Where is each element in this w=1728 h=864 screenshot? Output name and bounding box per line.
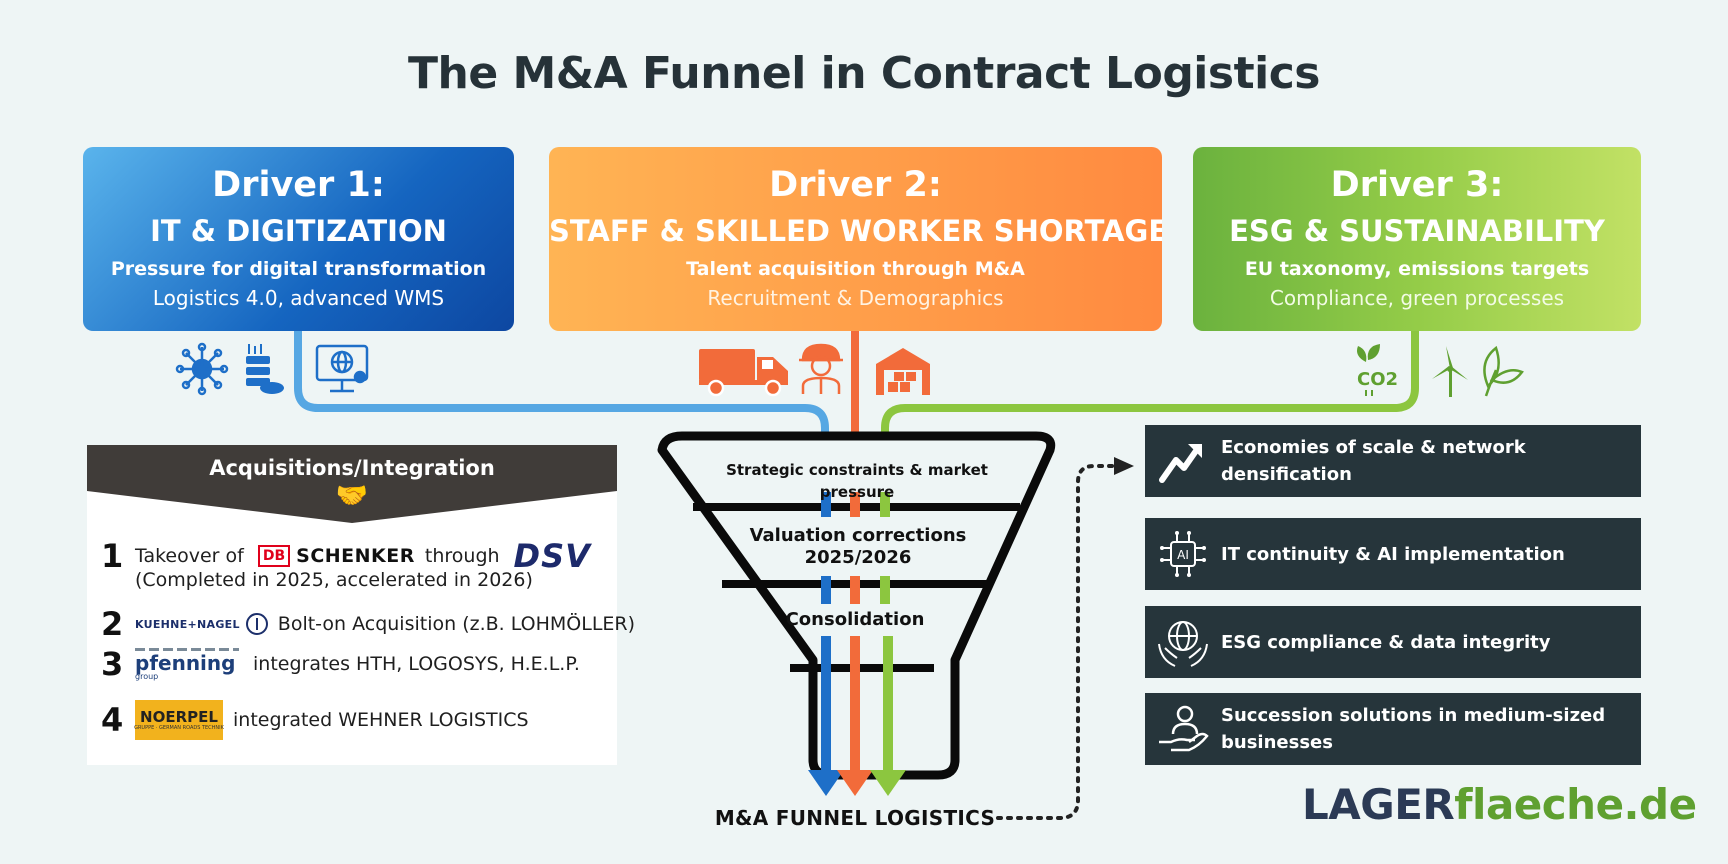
- brand-part-2: flaeche.de: [1454, 780, 1697, 829]
- driver-3-connector: [881, 331, 1419, 438]
- green-arrow-head: [870, 770, 906, 796]
- driver-detail: Compliance, green processes: [1269, 286, 1565, 310]
- driver-detail: Recruitment & Demographics: [707, 286, 1004, 310]
- result-text: Economies of scale & network densificati…: [1221, 437, 1526, 485]
- acquisitions-title: Acquisitions/Integration: [209, 456, 495, 480]
- orange-arrow-head: [837, 770, 873, 796]
- result-box-4: Succession solutions in medium-sized bus…: [1145, 693, 1641, 765]
- handshake-icon: 🤝: [335, 481, 369, 511]
- leaves-icon: [1483, 345, 1524, 397]
- acquisitions-panel: Acquisitions/Integration 🤝 1 Takeover of…: [87, 445, 635, 765]
- pfenning-wordmark: pfenning: [135, 650, 236, 675]
- warehouse-icon: [876, 348, 930, 395]
- truck-icon: [699, 349, 788, 397]
- result-box-3: ESG compliance & data integrity: [1145, 606, 1641, 678]
- page-title: The M&A Funnel in Contract Logistics: [408, 48, 1320, 99]
- acquisition-item-1-note: (Completed in 2025, accelerated in 2026): [135, 569, 533, 591]
- result-text: IT continuity & AI implementation: [1221, 543, 1565, 565]
- driver-subtitle: Pressure for digital transformation: [110, 258, 487, 280]
- result-box-2: AI IT continuity & AI implementation: [1145, 518, 1641, 590]
- item-number: 1: [101, 537, 124, 575]
- item-text: integrates HTH, LOGOSYS, H.E.L.P.: [253, 653, 580, 675]
- trend-up-icon: [1145, 438, 1221, 484]
- funnel-stage-3: Consolidation: [785, 609, 925, 630]
- co2-leaf-icon: CO2: [1357, 344, 1398, 396]
- wind-turbine-icon: [1432, 346, 1468, 397]
- kuehne-nagel-logo: KUEHNE+NAGEL: [135, 617, 240, 631]
- driver-heading: Driver 3:: [1330, 165, 1504, 205]
- item-number: 3: [101, 645, 124, 683]
- driver-1-card: Driver 1: IT & DIGITIZATION Pressure for…: [83, 147, 514, 331]
- co2-label: CO2: [1357, 369, 1398, 390]
- result-box-1: Economies of scale & network densificati…: [1145, 425, 1641, 497]
- driver-name: STAFF & SKILLED WORKER SHORTAGE: [549, 214, 1162, 248]
- item-text: through: [424, 545, 500, 567]
- db-schenker-logo: DB SCHENKER: [257, 545, 415, 567]
- brand-logo: LAGERflaeche.de: [1302, 780, 1697, 829]
- acquisition-item-2: 2 KUEHNE+NAGEL Bolt-on Acquisition (z.B.…: [101, 605, 635, 643]
- acquisition-item-1: 1 Takeover of DB SCHENKER through DSV: [101, 537, 591, 575]
- item-number: 4: [101, 701, 124, 739]
- blue-arrow-head: [808, 770, 844, 796]
- driver-subtitle: EU taxonomy, emissions targets: [1244, 258, 1590, 280]
- result-text: Succession solutions in medium-sized bus…: [1221, 705, 1606, 753]
- ai-chip-icon: AI: [1145, 528, 1221, 580]
- db-logo-mark: DB: [257, 545, 291, 567]
- schenker-wordmark: SCHENKER: [296, 545, 415, 567]
- acquisition-item-4: 4 NOERPEL GRUPPE · GERMAN ROADS TECHNIK …: [101, 700, 529, 740]
- driver-2-card: Driver 2: STAFF & SKILLED WORKER SHORTAG…: [549, 147, 1162, 331]
- kuehne-nagel-anchor-icon: [245, 613, 268, 635]
- driver-heading: Driver 2:: [769, 165, 942, 205]
- monitor-globe-icon: [315, 344, 369, 393]
- network-hub-icon: [175, 342, 229, 396]
- pfenning-sub: group: [135, 671, 159, 681]
- globe-hands-icon: [1145, 614, 1221, 670]
- acquisitions-header: Acquisitions/Integration 🤝: [87, 445, 617, 523]
- funnel-stage-2: Valuation corrections 2025/2026: [749, 525, 967, 568]
- brand-part-1: LAGER: [1302, 780, 1455, 829]
- driver-name: ESG & SUSTAINABILITY: [1229, 214, 1605, 248]
- server-cloud-icon: [246, 344, 284, 394]
- dotted-link: [996, 464, 1120, 820]
- person-hand-icon: [1145, 704, 1221, 754]
- item-text: Takeover of: [135, 545, 244, 567]
- driver-detail: Logistics 4.0, advanced WMS: [152, 286, 445, 310]
- driver-1-connector: [294, 331, 829, 438]
- driver-name: IT & DIGITIZATION: [150, 214, 447, 248]
- driver-3-card: Driver 3: ESG & SUSTAINABILITY EU taxono…: [1193, 147, 1641, 331]
- noerpel-wordmark: NOERPEL: [140, 707, 218, 726]
- item-number: 2: [101, 605, 124, 643]
- pfenning-logo: pfenning group: [135, 647, 239, 681]
- item-text: integrated WEHNER LOGISTICS: [233, 709, 529, 731]
- noerpel-logo: NOERPEL GRUPPE · GERMAN ROADS TECHNIK: [134, 700, 224, 740]
- funnel-bottom-label: M&A FUNNEL LOGISTICS: [714, 806, 996, 830]
- funnel-stage-1: Strategic constraints & market pressure: [726, 461, 988, 501]
- worker-icon: [799, 343, 843, 394]
- noerpel-sub: GRUPPE · GERMAN ROADS TECHNIK: [134, 724, 224, 731]
- ai-label: AI: [1177, 548, 1189, 562]
- result-text: ESG compliance & data integrity: [1221, 631, 1551, 653]
- driver-subtitle: Talent acquisition through M&A: [686, 258, 1025, 280]
- driver-heading: Driver 1:: [212, 165, 385, 205]
- dsv-logo: DSV: [513, 537, 591, 575]
- acquisition-item-3: 3 pfenning group integrates HTH, LOGOSYS…: [101, 645, 580, 683]
- item-text: Bolt-on Acquisition (z.B. LOHMÖLLER): [277, 613, 636, 635]
- dotted-arrow-head: [1114, 457, 1134, 475]
